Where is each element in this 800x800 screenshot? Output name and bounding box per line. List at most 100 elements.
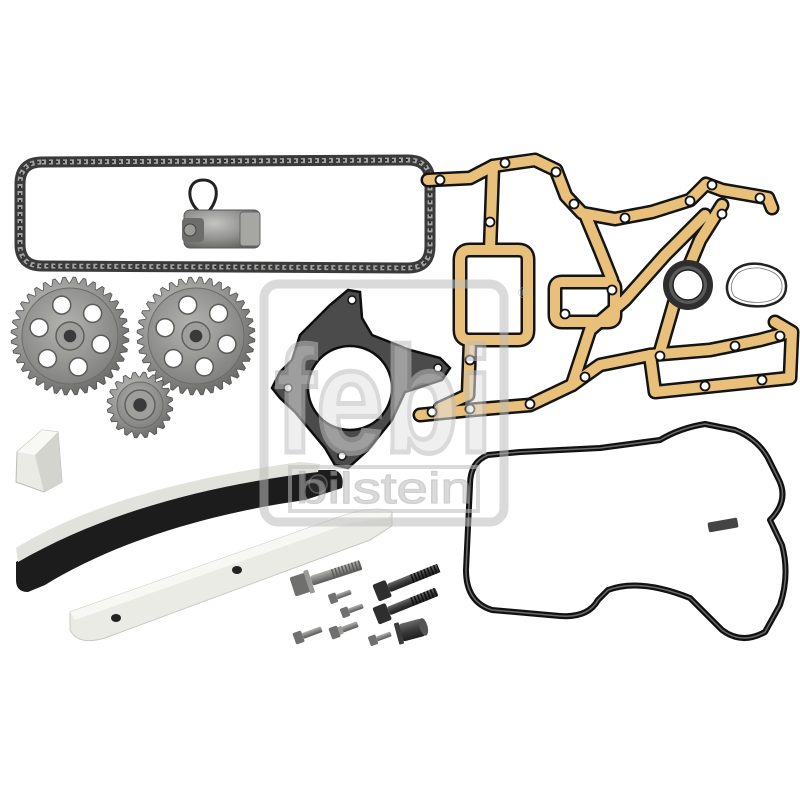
spacer-body bbox=[398, 618, 426, 642]
bolt-shank bbox=[336, 589, 352, 600]
sprocket-lightening-hole bbox=[37, 348, 58, 369]
gasket-bolt-hole bbox=[550, 166, 562, 178]
sprocket-lightening-hole bbox=[217, 334, 237, 355]
o-ring-inner-line bbox=[730, 267, 783, 303]
valve-cover-gasket-connector bbox=[707, 517, 739, 533]
gasket-bolt-hole bbox=[283, 383, 293, 393]
sprocket-right bbox=[136, 276, 256, 396]
seal-bore bbox=[672, 269, 704, 301]
guide-rail-mount-hole bbox=[111, 614, 121, 622]
bolt-thread bbox=[410, 563, 441, 583]
sprocket-lightening-hole bbox=[194, 357, 215, 377]
bolt-collar bbox=[337, 625, 344, 635]
gasket-bolt-hole bbox=[774, 330, 786, 342]
bolt-small bbox=[368, 631, 392, 646]
timing-cover-gasket bbox=[420, 159, 792, 417]
sprocket-bore bbox=[63, 329, 77, 343]
gasket-bolt-hole bbox=[568, 198, 580, 210]
watermark-registered-mark: ® bbox=[518, 285, 530, 302]
bolt-head bbox=[372, 580, 392, 602]
bolt-shank bbox=[348, 603, 364, 614]
bolt-head bbox=[372, 603, 392, 625]
valve-cover-gasket-center-line bbox=[465, 423, 787, 639]
guide-rail-top-ridge bbox=[70, 509, 392, 620]
valve-cover-gasket-outline bbox=[466, 424, 786, 638]
gasket-bolt-hole bbox=[754, 192, 766, 204]
tensioner-rail-pivot bbox=[308, 474, 328, 494]
sprocket-lightening-hole bbox=[177, 295, 198, 315]
sprocket-lightening-hole bbox=[29, 317, 49, 338]
bolt-head bbox=[292, 630, 305, 645]
gasket-bolt-hole bbox=[434, 174, 446, 186]
gasket-bolt-hole bbox=[559, 308, 571, 320]
watermark-brand-bottom-box bbox=[288, 465, 480, 513]
gasket-bolt-hole bbox=[729, 340, 741, 352]
gasket-bolt-hole bbox=[756, 374, 768, 386]
brand-watermark: febi bilstein ® bbox=[259, 279, 530, 527]
small-chain-guide-block bbox=[15, 429, 63, 493]
gasket-bolt-hole bbox=[524, 398, 536, 410]
tensioner-mount bbox=[239, 211, 261, 247]
sprocket-small bbox=[106, 371, 174, 439]
bolt-head bbox=[340, 606, 351, 618]
guide-block-side bbox=[35, 432, 62, 492]
spacer-end bbox=[419, 618, 429, 636]
gasket-bolt-hole bbox=[579, 371, 591, 383]
bolt-head bbox=[328, 625, 341, 640]
chain-tensioner bbox=[182, 178, 261, 249]
bolt-head bbox=[368, 634, 379, 646]
timing-cover-gasket-holes bbox=[426, 157, 786, 418]
bolt-shank bbox=[341, 621, 359, 633]
gasket-bolt-hole bbox=[426, 406, 438, 418]
thin-o-ring-gasket bbox=[725, 262, 788, 308]
gasket-bolt-hole bbox=[347, 295, 357, 305]
bolt-long-dark bbox=[372, 587, 439, 625]
gasket-bolt-hole bbox=[699, 380, 711, 392]
bolt-small bbox=[328, 621, 359, 640]
watermark-brand-bottom: bilstein bbox=[296, 464, 472, 513]
sprocket-lightening-hole bbox=[163, 348, 184, 369]
water-pump-gasket-body bbox=[270, 288, 452, 470]
bolt-flange bbox=[303, 569, 315, 594]
bolt-head bbox=[289, 573, 311, 597]
valve-cover-gasket bbox=[466, 424, 786, 638]
bolt-small bbox=[292, 626, 323, 645]
gasket-bolt-hole bbox=[654, 350, 666, 362]
bolt-shank bbox=[376, 631, 392, 642]
spacer-bolt bbox=[393, 618, 429, 645]
bolt-large-flanged bbox=[289, 560, 363, 597]
bolt-shank bbox=[302, 626, 323, 639]
watermark-brand-top: febi bbox=[275, 316, 493, 484]
bolt-long-dark bbox=[372, 563, 441, 602]
bolt-shank bbox=[387, 564, 440, 592]
gasket-bolt-hole bbox=[337, 451, 347, 461]
sprocket-lightening-hole bbox=[51, 295, 72, 315]
sprocket-lightening-hole bbox=[91, 334, 111, 355]
watermark-frame bbox=[259, 279, 509, 527]
o-ring-outline bbox=[725, 262, 788, 308]
bolt-small bbox=[328, 589, 352, 604]
water-pump-gasket bbox=[270, 288, 452, 470]
gasket-bolt-hole bbox=[706, 179, 718, 191]
spacer-flange bbox=[393, 622, 404, 645]
sprocket-bore bbox=[133, 398, 147, 412]
sprocket-lightening-hole bbox=[82, 303, 103, 324]
bolt-set bbox=[289, 560, 441, 646]
sprocket-bore bbox=[189, 329, 203, 343]
bolt-head bbox=[328, 592, 339, 604]
gasket-bolt-hole bbox=[499, 157, 511, 169]
gasket-bolt-hole bbox=[433, 363, 443, 373]
gasket-bolt-hole bbox=[464, 354, 476, 366]
shaft-seal-ring bbox=[663, 260, 713, 310]
sprocket-lightening-hole bbox=[155, 317, 175, 338]
gasket-bolt-hole bbox=[464, 403, 476, 415]
gasket-bolt-hole bbox=[606, 284, 618, 296]
tensioner-retaining-wire bbox=[188, 178, 218, 215]
gasket-bolt-hole bbox=[484, 216, 496, 228]
guide-block-top bbox=[17, 430, 58, 455]
gasket-bolt-hole bbox=[716, 208, 728, 220]
bolt-small bbox=[340, 603, 364, 618]
gasket-bolt-hole bbox=[619, 212, 631, 224]
gasket-bolt-hole bbox=[684, 195, 696, 207]
